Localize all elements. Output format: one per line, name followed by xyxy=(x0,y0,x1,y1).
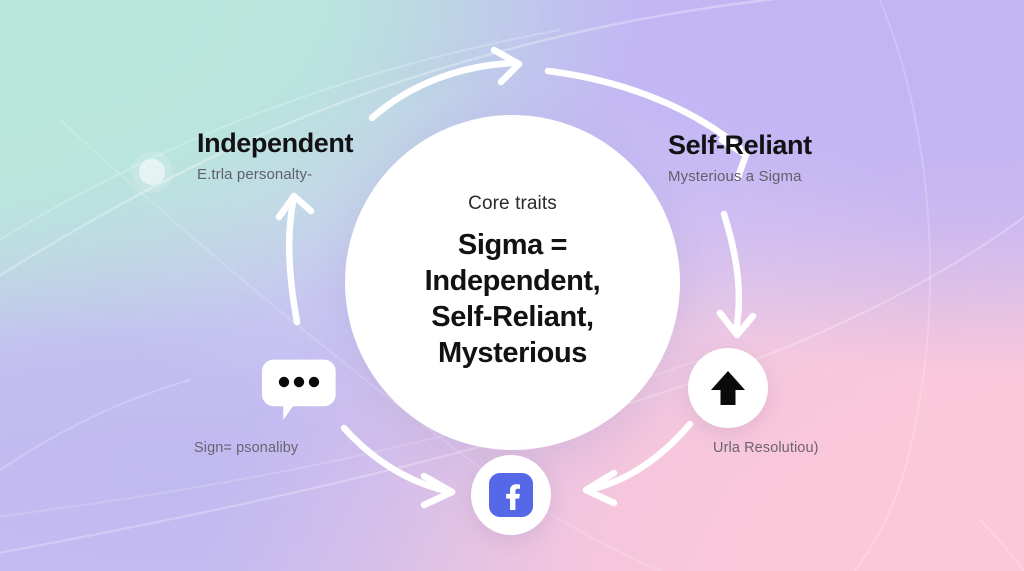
node-subtitle-independent: E.trla personalty- xyxy=(197,165,313,183)
social-badge[interactable] xyxy=(471,455,551,535)
caption-bottom-right: Urla Resolutiou) xyxy=(713,440,819,456)
facebook-f-glyph xyxy=(506,484,520,510)
caption-bottom-left: Sign= psonaliby xyxy=(194,440,299,456)
arrow-up-icon xyxy=(711,371,745,405)
speech-bubble-ellipsis-icon xyxy=(261,359,336,420)
core-traits-title: Sigma = Independent, Self-Reliant, Myste… xyxy=(371,228,654,372)
core-traits-title-line-3: Mysterious xyxy=(437,336,588,369)
facebook-icon[interactable] xyxy=(489,473,533,517)
core-traits-kicker: Core traits xyxy=(468,193,557,215)
up-arrow-badge xyxy=(688,348,768,428)
node-label-independent: Independent E.trla personalty- xyxy=(197,128,354,183)
core-traits-circle: Core traits Sigma = Independent, Self-Re… xyxy=(345,115,680,450)
node-label-self-reliant: Self-Reliant Mysterious a Sigma xyxy=(668,130,812,185)
node-title-independent: Independent xyxy=(197,128,354,158)
chat-badge xyxy=(261,350,341,430)
core-traits-title-line-1: Sigma = Independent, xyxy=(424,229,601,298)
node-title-self-reliant: Self-Reliant xyxy=(668,130,812,160)
node-subtitle-self-reliant: Mysterious a Sigma xyxy=(668,167,802,185)
core-traits-title-line-2: Self-Reliant, xyxy=(431,301,594,333)
